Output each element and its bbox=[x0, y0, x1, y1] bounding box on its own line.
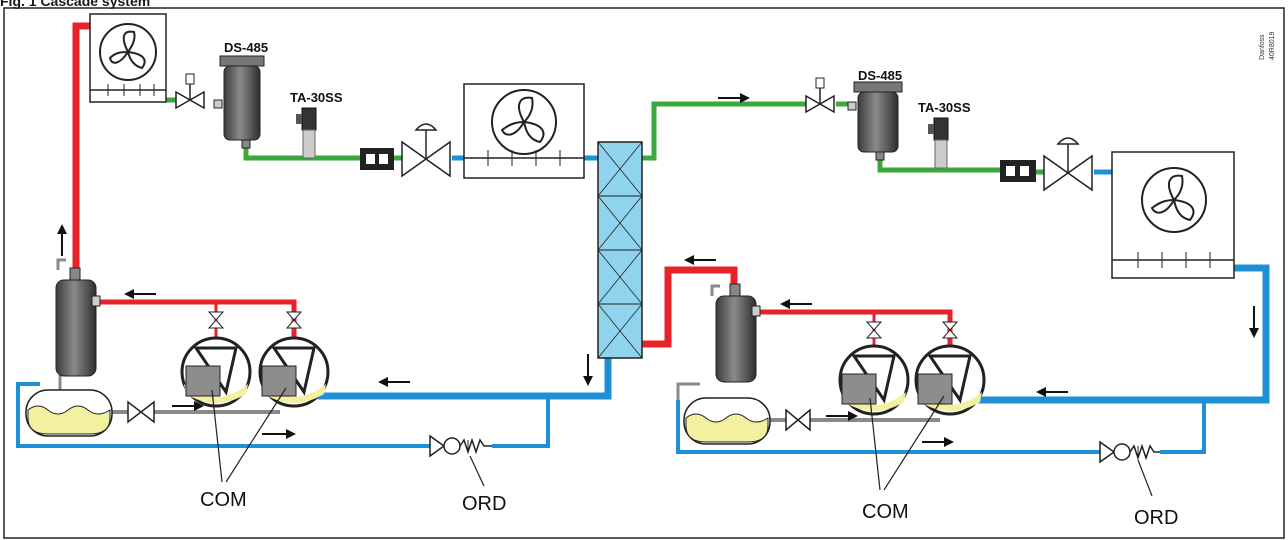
label-leaders bbox=[211, 387, 1153, 497]
pressure-transmitter-icon bbox=[296, 107, 317, 159]
fan-icon bbox=[1111, 151, 1235, 279]
oil-line-to-sep-left bbox=[16, 382, 40, 400]
compressor-icon bbox=[838, 344, 910, 416]
fan-icon bbox=[463, 83, 585, 179]
oil-line-left-3 bbox=[56, 258, 66, 270]
oil-line-right-sep bbox=[676, 382, 700, 400]
liquid-line-left bbox=[243, 148, 360, 161]
oil-return-line-right-2 bbox=[1160, 400, 1206, 454]
sight-glass-icon bbox=[1000, 160, 1036, 182]
liquid-line-right-top bbox=[628, 101, 806, 161]
ord-label-right: ORD bbox=[1134, 507, 1178, 529]
pressure-transmitter-icon bbox=[928, 117, 949, 169]
compressor-icon bbox=[180, 336, 252, 408]
ds485-label-left: DS-485 bbox=[224, 40, 268, 55]
suction-line-left bbox=[318, 358, 612, 400]
liquid-line-right bbox=[877, 156, 1000, 173]
oil-receiver-right bbox=[683, 397, 771, 445]
check-valve-icon bbox=[429, 434, 492, 458]
ta30ss-label-left: TA-30SS bbox=[290, 90, 343, 105]
com-label-right: COM bbox=[862, 501, 909, 523]
shutoff-valve-icon bbox=[785, 408, 811, 432]
sight-glass-icon bbox=[360, 148, 394, 170]
fan-icon bbox=[89, 13, 167, 103]
discharge-line-right bbox=[628, 266, 738, 348]
discharge-manifold-right bbox=[752, 309, 953, 356]
expansion-valve-icon bbox=[401, 123, 451, 178]
ta30ss-label-right: TA-30SS bbox=[918, 100, 971, 115]
diagram-heading: Fig. 1 Cascade system bbox=[0, 0, 151, 9]
com-label-left: COM bbox=[200, 489, 247, 511]
shutoff-valve-icon bbox=[207, 311, 959, 339]
cascade-heat-exchanger bbox=[597, 141, 643, 359]
solenoid-valve-icon bbox=[805, 77, 835, 114]
oil-line-right-3 bbox=[710, 284, 720, 296]
expansion-valve-icon bbox=[1043, 137, 1093, 192]
figure-code-label: 40R8019 bbox=[1269, 31, 1276, 60]
ord-label-left: ORD bbox=[462, 493, 506, 515]
oil-receiver-left bbox=[25, 389, 113, 437]
discharge-manifold-left bbox=[96, 299, 297, 352]
flow-arrows bbox=[57, 93, 1259, 447]
oil-separator-icon bbox=[55, 267, 101, 377]
suction-line-right bbox=[960, 264, 1270, 404]
oil-separator-icon bbox=[715, 283, 761, 383]
oil-return-line-right bbox=[676, 400, 1100, 454]
solenoid-valve-icon bbox=[175, 73, 205, 110]
diagram-frame bbox=[3, 7, 1285, 539]
filter-drier-icon bbox=[847, 81, 903, 161]
brand-label: Danfoss bbox=[1259, 34, 1266, 60]
check-valve-icon bbox=[1099, 440, 1160, 464]
filter-drier-icon bbox=[213, 55, 265, 149]
compressor-icon bbox=[914, 344, 986, 416]
oil-return-line-left-2 bbox=[492, 396, 550, 448]
oil-return-line-left bbox=[16, 400, 430, 448]
shutoff-valve-icon bbox=[127, 400, 155, 424]
compressor-icon bbox=[258, 336, 330, 408]
ds485-label-right: DS-485 bbox=[858, 68, 902, 83]
